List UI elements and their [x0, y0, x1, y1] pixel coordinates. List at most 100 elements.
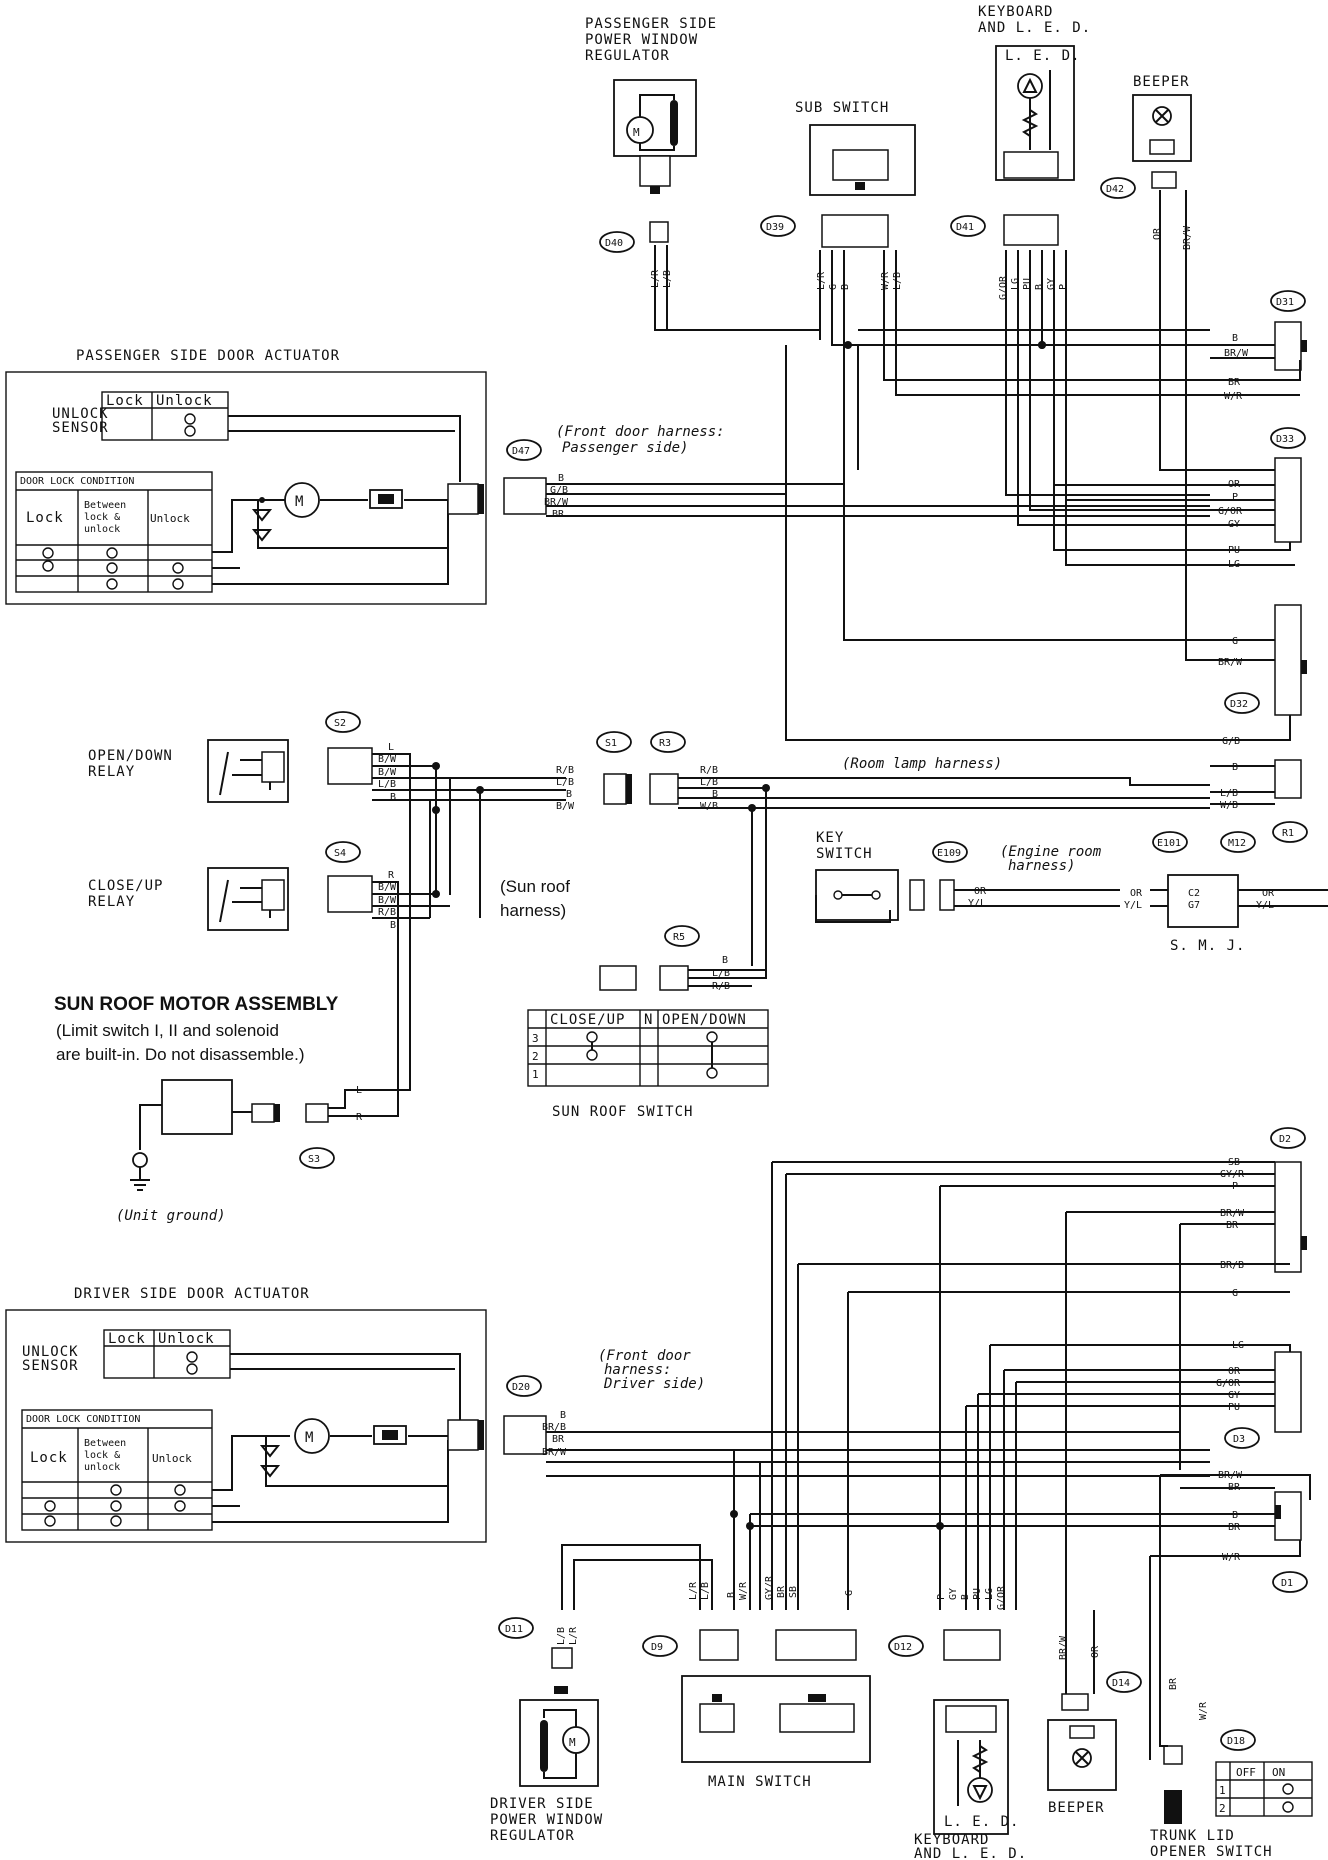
svg-text:BR: BR [1228, 377, 1241, 388]
connector-d42 [1151, 171, 1177, 189]
keyboard-led-bottom: P GY B PU LG G/OR D12 L. E. D. KEYBOARD … [888, 1585, 1026, 1860]
svg-text:B/W: B/W [556, 801, 575, 812]
svg-text:B: B [726, 1592, 737, 1598]
svg-text:REGULATOR: REGULATOR [490, 1828, 575, 1844]
svg-text:B: B [1034, 284, 1045, 290]
svg-text:PASSENGER SIDE: PASSENGER SIDE [585, 16, 717, 32]
svg-text:BR/W: BR/W [542, 1447, 567, 1458]
key-switch: KEY SWITCH E109 OR Y/L (Engine room harn… [815, 830, 1328, 954]
svg-text:MAIN SWITCH: MAIN SWITCH [708, 1774, 812, 1790]
svg-text:Lock: Lock [30, 1450, 68, 1466]
svg-text:DRIVER SIDE DOOR ACTUATOR: DRIVER SIDE DOOR ACTUATOR [74, 1286, 310, 1302]
actuator-motor-icon [294, 1418, 330, 1454]
connector-d31: D31 B BR/W BR W/R [1210, 290, 1307, 402]
svg-text:(Room lamp harness): (Room lamp harness) [842, 756, 1002, 772]
sub-switch: SUB SWITCH D39 L/R G B W/R L/B [760, 100, 916, 290]
svg-text:D1: D1 [1281, 1578, 1293, 1589]
svg-text:B: B [390, 792, 396, 803]
svg-text:D18: D18 [1227, 1736, 1245, 1747]
svg-text:UNLOCK: UNLOCK [22, 1344, 79, 1360]
svg-text:(Unit ground): (Unit ground) [116, 1208, 226, 1224]
svg-text:harness): harness) [500, 901, 566, 920]
svg-text:Lock: Lock [106, 393, 144, 409]
svg-text:R3: R3 [659, 738, 671, 749]
svg-text:unlock: unlock [84, 524, 120, 535]
svg-text:B: B [566, 789, 572, 800]
svg-text:(Front door harness:: (Front door harness: [556, 424, 725, 440]
svg-text:R/B: R/B [700, 765, 718, 776]
svg-text:D14: D14 [1112, 1678, 1130, 1689]
svg-text:BR/W: BR/W [1058, 1635, 1069, 1660]
motor-icon [562, 1726, 590, 1754]
svg-text:R5: R5 [673, 932, 685, 943]
connector-d33: D33 OR P G/OR GY PU LG [1053, 427, 1306, 570]
svg-text:POWER WINDOW: POWER WINDOW [585, 32, 698, 48]
svg-text:G: G [828, 284, 839, 290]
svg-text:L/B: L/B [556, 1627, 567, 1645]
svg-text:D31: D31 [1276, 297, 1294, 308]
svg-text:L/B: L/B [892, 272, 903, 290]
svg-text:B: B [560, 1410, 566, 1421]
svg-text:RELAY: RELAY [88, 894, 135, 910]
svg-text:GY: GY [1046, 278, 1057, 290]
led-icon [1017, 73, 1043, 99]
svg-text:R/B: R/B [378, 907, 396, 918]
svg-text:N: N [644, 1012, 653, 1028]
main-switch: L/R L/B B W/R GY/R BR SB G D9 MAIN SWITC… [642, 1575, 871, 1790]
svg-text:are built-in. Do not disassemb: are built-in. Do not disassemble.) [56, 1045, 305, 1064]
svg-text:GY/R: GY/R [764, 1575, 775, 1600]
svg-text:KEY: KEY [816, 830, 844, 846]
svg-text:BR/W: BR/W [1220, 1208, 1245, 1219]
svg-text:SUB SWITCH: SUB SWITCH [795, 100, 889, 116]
svg-text:L/B: L/B [1220, 788, 1238, 799]
svg-text:C2: C2 [1188, 888, 1200, 899]
svg-text:SENSOR: SENSOR [22, 1358, 79, 1374]
svg-text:GY: GY [1228, 1390, 1240, 1401]
svg-text:LG: LG [1010, 278, 1021, 290]
svg-text:M: M [295, 494, 304, 510]
svg-text:BR/W: BR/W [1218, 657, 1243, 668]
svg-text:SUN ROOF MOTOR ASSEMBLY: SUN ROOF MOTOR ASSEMBLY [54, 994, 339, 1015]
svg-text:harness): harness) [1008, 858, 1075, 874]
svg-text:(Front door: (Front door [598, 1348, 691, 1364]
svg-text:harness:: harness: [604, 1362, 671, 1378]
svg-text:G/OR: G/OR [996, 1585, 1007, 1610]
connector-d2: D2 SB GY/R P BR/W BR BR/B G [1210, 1127, 1307, 1299]
svg-text:G: G [1232, 636, 1238, 647]
keyboard-led-top: KEYBOARD AND L. E. D. L. E. D. D41 G/OR … [950, 4, 1090, 300]
svg-text:B: B [960, 1594, 971, 1600]
svg-text:B/W: B/W [378, 895, 397, 906]
svg-text:L/R: L/R [688, 1581, 699, 1600]
motor-icon [626, 116, 654, 144]
svg-text:M: M [305, 1430, 314, 1446]
passenger-regulator: PASSENGER SIDE POWER WINDOW REGULATOR M … [585, 16, 717, 288]
svg-text:OFF: OFF [1236, 1766, 1256, 1779]
connector-s1: S1 R/B L/B B B/W [556, 731, 632, 812]
svg-text:PU: PU [1228, 1402, 1240, 1413]
svg-text:PU: PU [1022, 278, 1033, 290]
svg-text:R: R [356, 1112, 363, 1123]
svg-text:Driver side): Driver side) [603, 1376, 705, 1392]
svg-text:BR/W: BR/W [1224, 348, 1249, 359]
svg-text:D47: D47 [512, 446, 530, 457]
svg-text:L: L [388, 742, 394, 753]
connector-d1: BR/W BR B BR W/R D1 [1210, 1470, 1311, 1593]
svg-text:1: 1 [1219, 1784, 1226, 1797]
svg-text:M: M [569, 1736, 576, 1749]
svg-text:G/B: G/B [1222, 736, 1240, 747]
svg-text:2: 2 [532, 1050, 539, 1063]
svg-text:D11: D11 [505, 1624, 523, 1635]
svg-text:LG: LG [984, 1588, 995, 1600]
svg-text:D12: D12 [894, 1642, 912, 1653]
svg-text:D42: D42 [1106, 184, 1124, 195]
svg-text:OPEN/DOWN: OPEN/DOWN [662, 1012, 747, 1028]
svg-text:TRUNK LID: TRUNK LID [1150, 1828, 1235, 1844]
passenger-door-actuator: PASSENGER SIDE DOOR ACTUATOR UNLOCK SENS… [5, 348, 487, 605]
svg-text:Lock: Lock [26, 510, 64, 526]
svg-text:B/W: B/W [378, 882, 397, 893]
svg-text:BR/W: BR/W [1182, 225, 1193, 250]
svg-text:RELAY: RELAY [88, 764, 135, 780]
svg-text:OR: OR [1130, 888, 1143, 899]
svg-text:G: G [1232, 1288, 1238, 1299]
